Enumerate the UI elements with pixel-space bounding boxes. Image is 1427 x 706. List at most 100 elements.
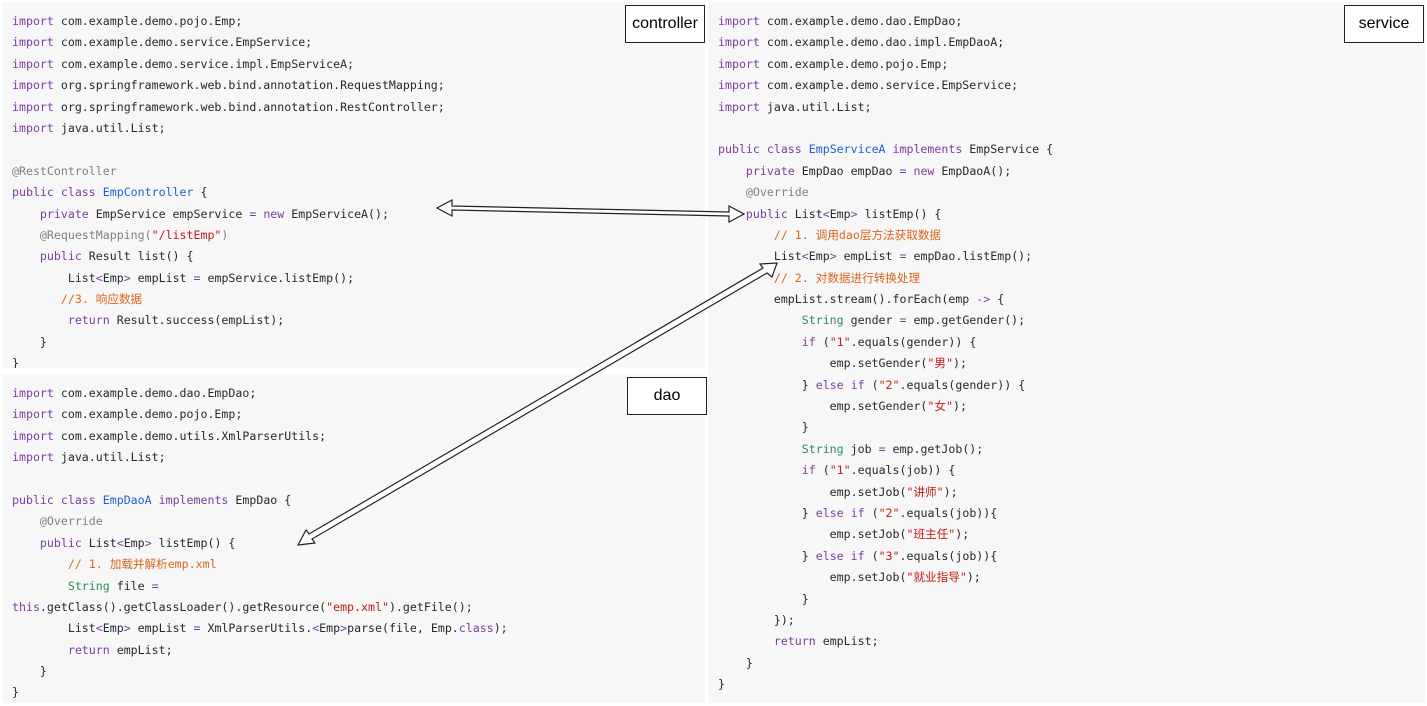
- code-token: [802, 142, 809, 156]
- code-token: com.example.demo.pojo.Emp;: [53, 14, 243, 28]
- code-token: }: [12, 685, 19, 700]
- code-token: import: [718, 35, 760, 50]
- code-token: java.util.List;: [53, 120, 166, 135]
- code-token: com.example.demo.service.impl.EmpService…: [53, 56, 355, 71]
- code-token: "2": [878, 505, 900, 520]
- code-token: [12, 514, 40, 528]
- code-token: >: [340, 621, 348, 636]
- code-token: [12, 643, 68, 657]
- code-token: else if: [815, 377, 865, 392]
- code-token: =: [193, 270, 201, 285]
- code-line: public List<Emp> listEmp() {: [12, 533, 508, 554]
- code-token: empList.stream().forEach(emp: [718, 292, 977, 307]
- code-token: "1": [829, 334, 851, 349]
- code-token: =: [899, 163, 907, 178]
- code-token: List: [12, 270, 96, 285]
- code-token: EmpService {: [962, 142, 1054, 157]
- code-token: }: [718, 420, 809, 435]
- code-token: .equals(job)) {: [850, 463, 956, 478]
- code-token: String: [801, 441, 844, 456]
- code-token: this: [12, 599, 40, 614]
- code-token: emp.setGender(: [718, 356, 928, 371]
- code-token: com.example.demo.dao.impl.EmpDaoA;: [759, 35, 1005, 50]
- code-token: }: [12, 334, 47, 349]
- code-token: return: [67, 313, 110, 328]
- code-token: >: [144, 535, 152, 550]
- code-token: private: [39, 206, 89, 221]
- code-token: <: [801, 249, 809, 264]
- code-line: public class EmpServiceA implements EmpS…: [718, 139, 1053, 160]
- code-token: EmpController: [102, 185, 194, 200]
- code-token: public: [39, 535, 82, 550]
- controller-label: controller: [625, 5, 705, 43]
- code-token: =: [899, 313, 907, 328]
- code-token: List: [12, 621, 96, 636]
- code-token: @RestController: [12, 163, 117, 178]
- code-token: }: [718, 655, 753, 670]
- code-line: @Override: [12, 511, 508, 532]
- dao-label: dao: [627, 377, 707, 415]
- code-token: .equals(gender)) {: [850, 334, 977, 349]
- code-token: (: [864, 377, 879, 392]
- code-token: {: [990, 292, 1005, 307]
- code-token: emp.setJob(: [718, 484, 907, 499]
- code-token: .getClass().getClassLoader().getResource…: [39, 599, 327, 614]
- code-token: emp.getGender();: [906, 313, 1026, 328]
- code-token: }: [12, 356, 19, 368]
- code-line: return empList;: [718, 631, 1053, 652]
- code-token: EmpServiceA: [808, 142, 886, 157]
- code-token: EmpDaoA: [102, 492, 152, 507]
- code-token: EmpService empService: [88, 206, 250, 221]
- code-token: Emp: [829, 206, 851, 221]
- code-token: }: [718, 377, 816, 392]
- code-line: import org.springframework.web.bind.anno…: [12, 97, 445, 118]
- code-token: EmpDao {: [228, 492, 292, 507]
- code-line: @RequestMapping("/listEmp"): [12, 225, 445, 246]
- code-token: <: [95, 621, 103, 636]
- code-token: "/listEmp": [151, 227, 222, 242]
- code-token: (: [815, 334, 830, 349]
- code-line: import com.example.demo.dao.EmpDao;: [718, 11, 1053, 32]
- code-line: @RestController: [12, 161, 445, 182]
- code-line: emp.setGender("女");: [718, 396, 1053, 417]
- code-token: =: [193, 621, 201, 636]
- code-token: [12, 579, 68, 593]
- code-line: emp.setJob("就业指导");: [718, 567, 1053, 588]
- code-token: @Override: [745, 185, 809, 200]
- dao-code-block: import com.example.demo.dao.EmpDao;impor…: [12, 383, 508, 703]
- code-token: com.example.demo.service.EmpService;: [759, 78, 1019, 93]
- code-token: parse(file, Emp.: [347, 621, 459, 636]
- code-line: } else if ("2".equals(job)){: [718, 503, 1053, 524]
- dao-code-panel: import com.example.demo.dao.EmpDao;impor…: [2, 374, 705, 703]
- code-line: });: [718, 610, 1053, 631]
- code-token: import: [12, 99, 54, 114]
- code-token: );: [966, 570, 981, 585]
- code-token: [718, 335, 802, 349]
- code-token: emp.setJob(: [718, 527, 907, 542]
- code-token: com.example.demo.utils.XmlParserUtils;: [53, 428, 327, 443]
- code-line: import org.springframework.web.bind.anno…: [12, 75, 445, 96]
- code-token: }: [718, 591, 809, 606]
- code-token: [96, 185, 103, 199]
- code-token: // 1. 调用dao层方法获取数据: [773, 227, 942, 242]
- code-line: return empList;: [12, 640, 508, 661]
- code-token: [718, 442, 802, 456]
- code-token: import: [12, 407, 54, 422]
- code-token: String: [67, 578, 110, 593]
- code-token: empList;: [815, 634, 879, 649]
- code-token: [12, 313, 68, 327]
- code-line: import com.example.demo.service.impl.Emp…: [12, 54, 445, 75]
- code-line: }: [12, 332, 445, 353]
- code-line: }: [718, 674, 1053, 695]
- code-token: Emp: [123, 535, 145, 550]
- code-token: return: [67, 642, 110, 657]
- code-token: emp.setJob(: [718, 570, 907, 585]
- code-token: [718, 634, 774, 648]
- code-line: String job = emp.getJob();: [718, 439, 1053, 460]
- code-token: >: [123, 270, 131, 285]
- code-token: import: [12, 120, 54, 135]
- code-token: [718, 185, 746, 199]
- code-line: }: [12, 353, 445, 368]
- code-line: public Result list() {: [12, 246, 445, 267]
- code-token: public class: [12, 185, 96, 200]
